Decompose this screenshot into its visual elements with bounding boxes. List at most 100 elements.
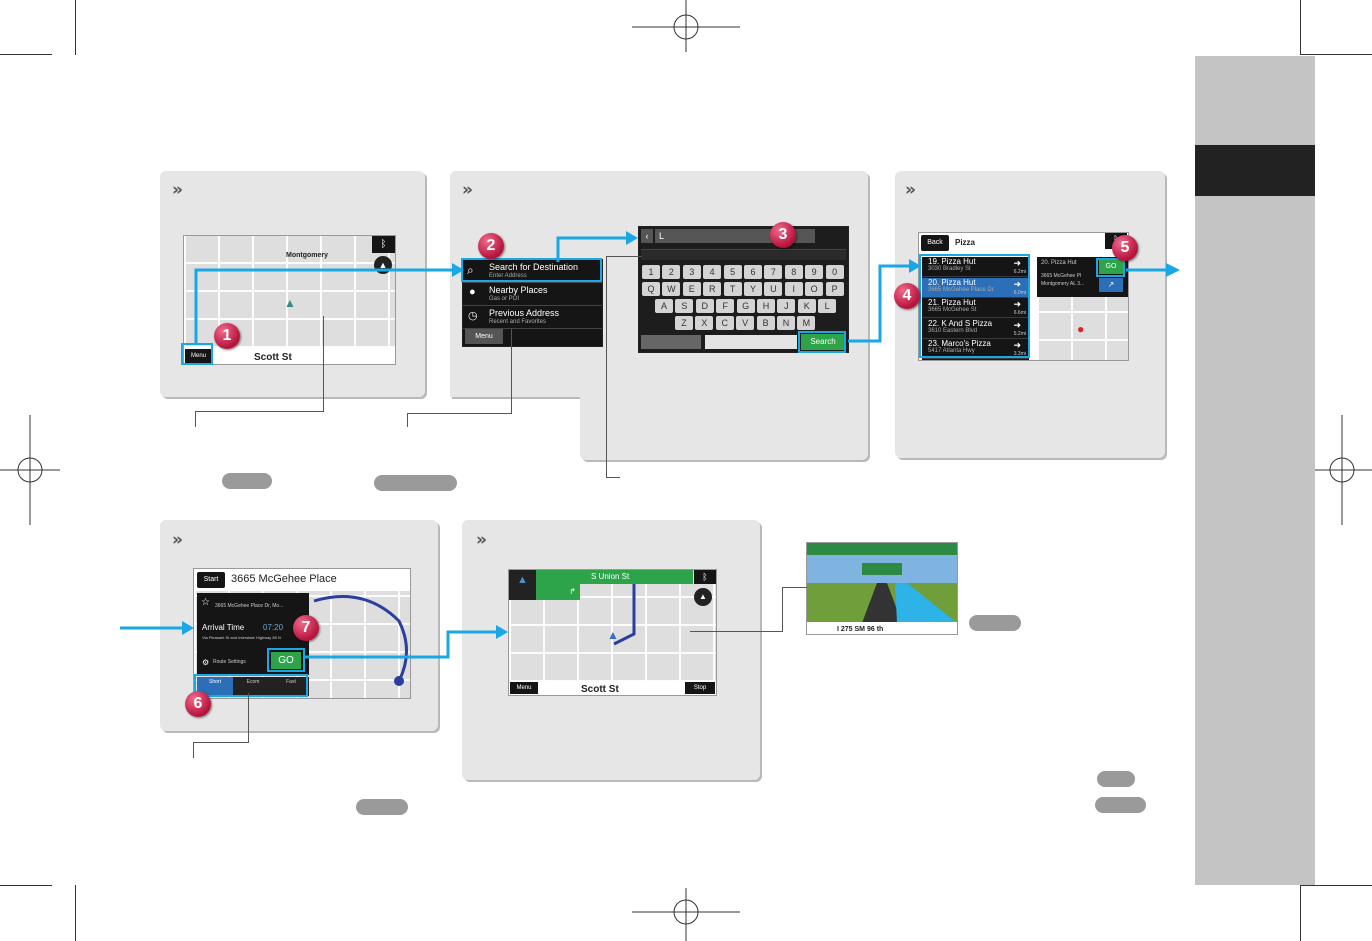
reference-pill — [374, 475, 457, 491]
key-d[interactable]: D — [695, 299, 714, 313]
step-badge-2: 2 — [478, 233, 504, 259]
key-q[interactable]: Q — [642, 282, 660, 296]
star-icon: ☆ — [201, 597, 210, 608]
key-h[interactable]: H — [757, 299, 775, 313]
key-7[interactable]: 7 — [764, 265, 783, 279]
stop-button[interactable]: Stop — [685, 682, 715, 694]
guidance-bar — [536, 570, 693, 584]
route-settings-button[interactable]: Route Settings — [213, 659, 246, 665]
double-chevron-icon: » — [172, 530, 183, 550]
key-9[interactable]: 9 — [805, 265, 824, 279]
key-1[interactable]: 1 — [642, 265, 660, 279]
compass-icon: ▲ — [509, 570, 536, 600]
key-i[interactable]: I — [784, 282, 803, 296]
menu-button[interactable]: Menu — [510, 682, 538, 694]
key-w[interactable]: W — [662, 282, 681, 296]
double-chevron-icon: » — [476, 530, 487, 550]
bluetooth-icon: ᛒ — [372, 236, 395, 253]
space-bar[interactable] — [705, 335, 797, 349]
key-t[interactable]: T — [723, 282, 742, 296]
key-8[interactable]: 8 — [784, 265, 803, 279]
chapter-tab — [1195, 145, 1315, 196]
detail-address: 3665 McGehee Pl — [1041, 273, 1082, 279]
key-f[interactable]: F — [716, 299, 735, 313]
key-g[interactable]: G — [736, 299, 755, 313]
reference-pill — [969, 615, 1021, 631]
key-c[interactable]: C — [715, 316, 734, 330]
detail-title: 20. Pizza Hut — [1041, 260, 1077, 266]
bottom-bar — [509, 681, 716, 695]
menu-button[interactable]: Menu — [185, 349, 212, 363]
route-tabs: Short Ecom Fast — [197, 677, 309, 696]
turn-arrow-icon: ➜ — [1013, 340, 1021, 350]
results-list-highlight — [919, 254, 1030, 358]
result-address: 3665 McGehee Place Dr. — [928, 286, 996, 293]
key-3[interactable]: 3 — [682, 265, 701, 279]
reference-pill — [1095, 797, 1146, 813]
key-p[interactable]: P — [825, 282, 844, 296]
key-a[interactable]: A — [655, 299, 673, 313]
search-icon: ⌕ — [467, 263, 474, 277]
back-button[interactable]: Back — [921, 235, 949, 251]
key-m[interactable]: M — [797, 316, 816, 330]
north-icon: ▲ — [694, 588, 712, 606]
key-e[interactable]: E — [682, 282, 701, 296]
menu-item-search[interactable]: ⌕ Search for Destination Enter Address — [463, 260, 602, 283]
result-title: 22. K And S Pizza — [928, 318, 993, 328]
result-distance: 3.3mi — [1013, 351, 1026, 357]
key-l[interactable]: L — [818, 299, 837, 313]
go-button[interactable]: GO — [1099, 260, 1123, 274]
route-line — [313, 595, 408, 686]
suggestion-bar — [641, 249, 846, 260]
tab-short[interactable]: Short — [197, 677, 233, 696]
symbol-keys — [641, 335, 701, 349]
key-v[interactable]: V — [736, 316, 755, 330]
key-y[interactable]: Y — [744, 282, 762, 296]
key-0[interactable]: 0 — [825, 265, 844, 279]
reference-pill — [1097, 771, 1135, 787]
go-button[interactable]: GO — [271, 652, 301, 669]
result-distance: 6.2mi — [1013, 269, 1026, 275]
bottom-bar — [184, 348, 395, 364]
menu-item-title: Previous Address — [489, 308, 560, 318]
key-4[interactable]: 4 — [703, 265, 722, 279]
back-icon[interactable]: ‹ — [641, 229, 653, 243]
destination-menu-screen: ⌕ Search for Destination Enter Address ●… — [462, 259, 603, 347]
vehicle-position-icon: ▲ — [607, 628, 619, 642]
key-5[interactable]: 5 — [723, 265, 742, 279]
key-6[interactable]: 6 — [744, 265, 762, 279]
detail-card: 20. Pizza Hut 3665 McGehee Pl Montgomery… — [1037, 257, 1128, 297]
reference-pill — [356, 799, 408, 815]
key-j[interactable]: J — [777, 299, 796, 313]
key-x[interactable]: X — [695, 316, 714, 330]
result-title: 20. Pizza Hut — [928, 277, 976, 287]
key-n[interactable]: N — [777, 316, 795, 330]
menu-item-sub: Gas or POI — [489, 296, 520, 302]
menu-item-nearby[interactable]: ● Nearby Places Gas or POI — [463, 283, 602, 306]
search-button[interactable]: Search — [801, 334, 845, 350]
vehicle-position-icon: ▲ — [284, 296, 296, 310]
key-o[interactable]: O — [805, 282, 824, 296]
start-button[interactable]: Start — [197, 572, 225, 588]
key-s[interactable]: S — [675, 299, 694, 313]
menu-item-previous[interactable]: ◷ Previous Address Recent and Favorites — [463, 306, 602, 329]
key-2[interactable]: 2 — [662, 265, 681, 279]
key-r[interactable]: R — [703, 282, 722, 296]
junction-road-label: I 275 SM 96 th — [837, 626, 884, 633]
tab-fast[interactable]: Fast — [286, 679, 296, 685]
key-u[interactable]: U — [764, 282, 783, 296]
key-k[interactable]: K — [797, 299, 816, 313]
menu-item-sub: Recent and Favorites — [489, 319, 547, 325]
result-title: 19. Pizza Hut — [928, 257, 976, 266]
key-z[interactable]: Z — [675, 316, 693, 330]
tab-ecom[interactable]: Ecom — [246, 679, 260, 685]
key-b[interactable]: B — [756, 316, 775, 330]
menu-button[interactable]: Menu — [465, 329, 503, 344]
bluetooth-icon: ᛒ — [694, 570, 716, 584]
